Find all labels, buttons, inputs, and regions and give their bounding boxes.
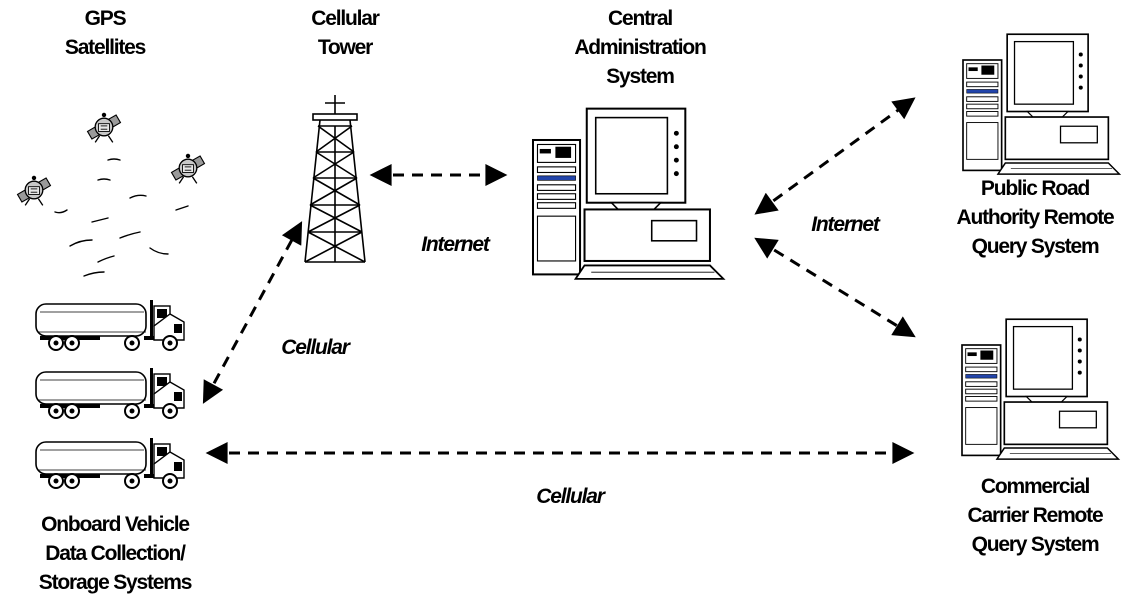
commercial-carrier-computer-icon [961, 318, 1120, 460]
gps-satellites-label: GPS Satellites [64, 7, 146, 59]
arrow-central-public-road [754, 97, 916, 215]
commercial-carrier-label: Commercial Carrier Remote Query System [967, 475, 1104, 556]
cellular-tower-label: Cellular Tower [311, 7, 380, 59]
public-road-authority-computer-icon [962, 33, 1121, 175]
gps-signal-marks [54, 158, 189, 277]
arrow-vehicles-tower [202, 221, 303, 404]
truck-icon [35, 437, 185, 489]
cellular-link-label: Cellular [281, 336, 350, 359]
truck-icon [35, 367, 185, 419]
arrow-central-commercial [754, 237, 916, 338]
internet-link-label: Internet [421, 233, 490, 256]
cellular-tower-icon [304, 95, 366, 263]
truck-icon [35, 299, 185, 351]
satellite-icon [170, 153, 206, 185]
central-administration-computer-icon [531, 107, 725, 280]
central-administration-label: Central Administration System [574, 7, 707, 88]
onboard-vehicle-label: Onboard Vehicle Data Collection/ Storage… [38, 513, 193, 594]
cellular-link-label: Cellular [536, 485, 605, 508]
public-road-authority-label: Public Road Authority Remote Query Syste… [956, 177, 1115, 258]
satellite-icon [86, 112, 122, 144]
satellite-icon [16, 175, 52, 207]
internet-link-label: Internet [811, 213, 880, 236]
